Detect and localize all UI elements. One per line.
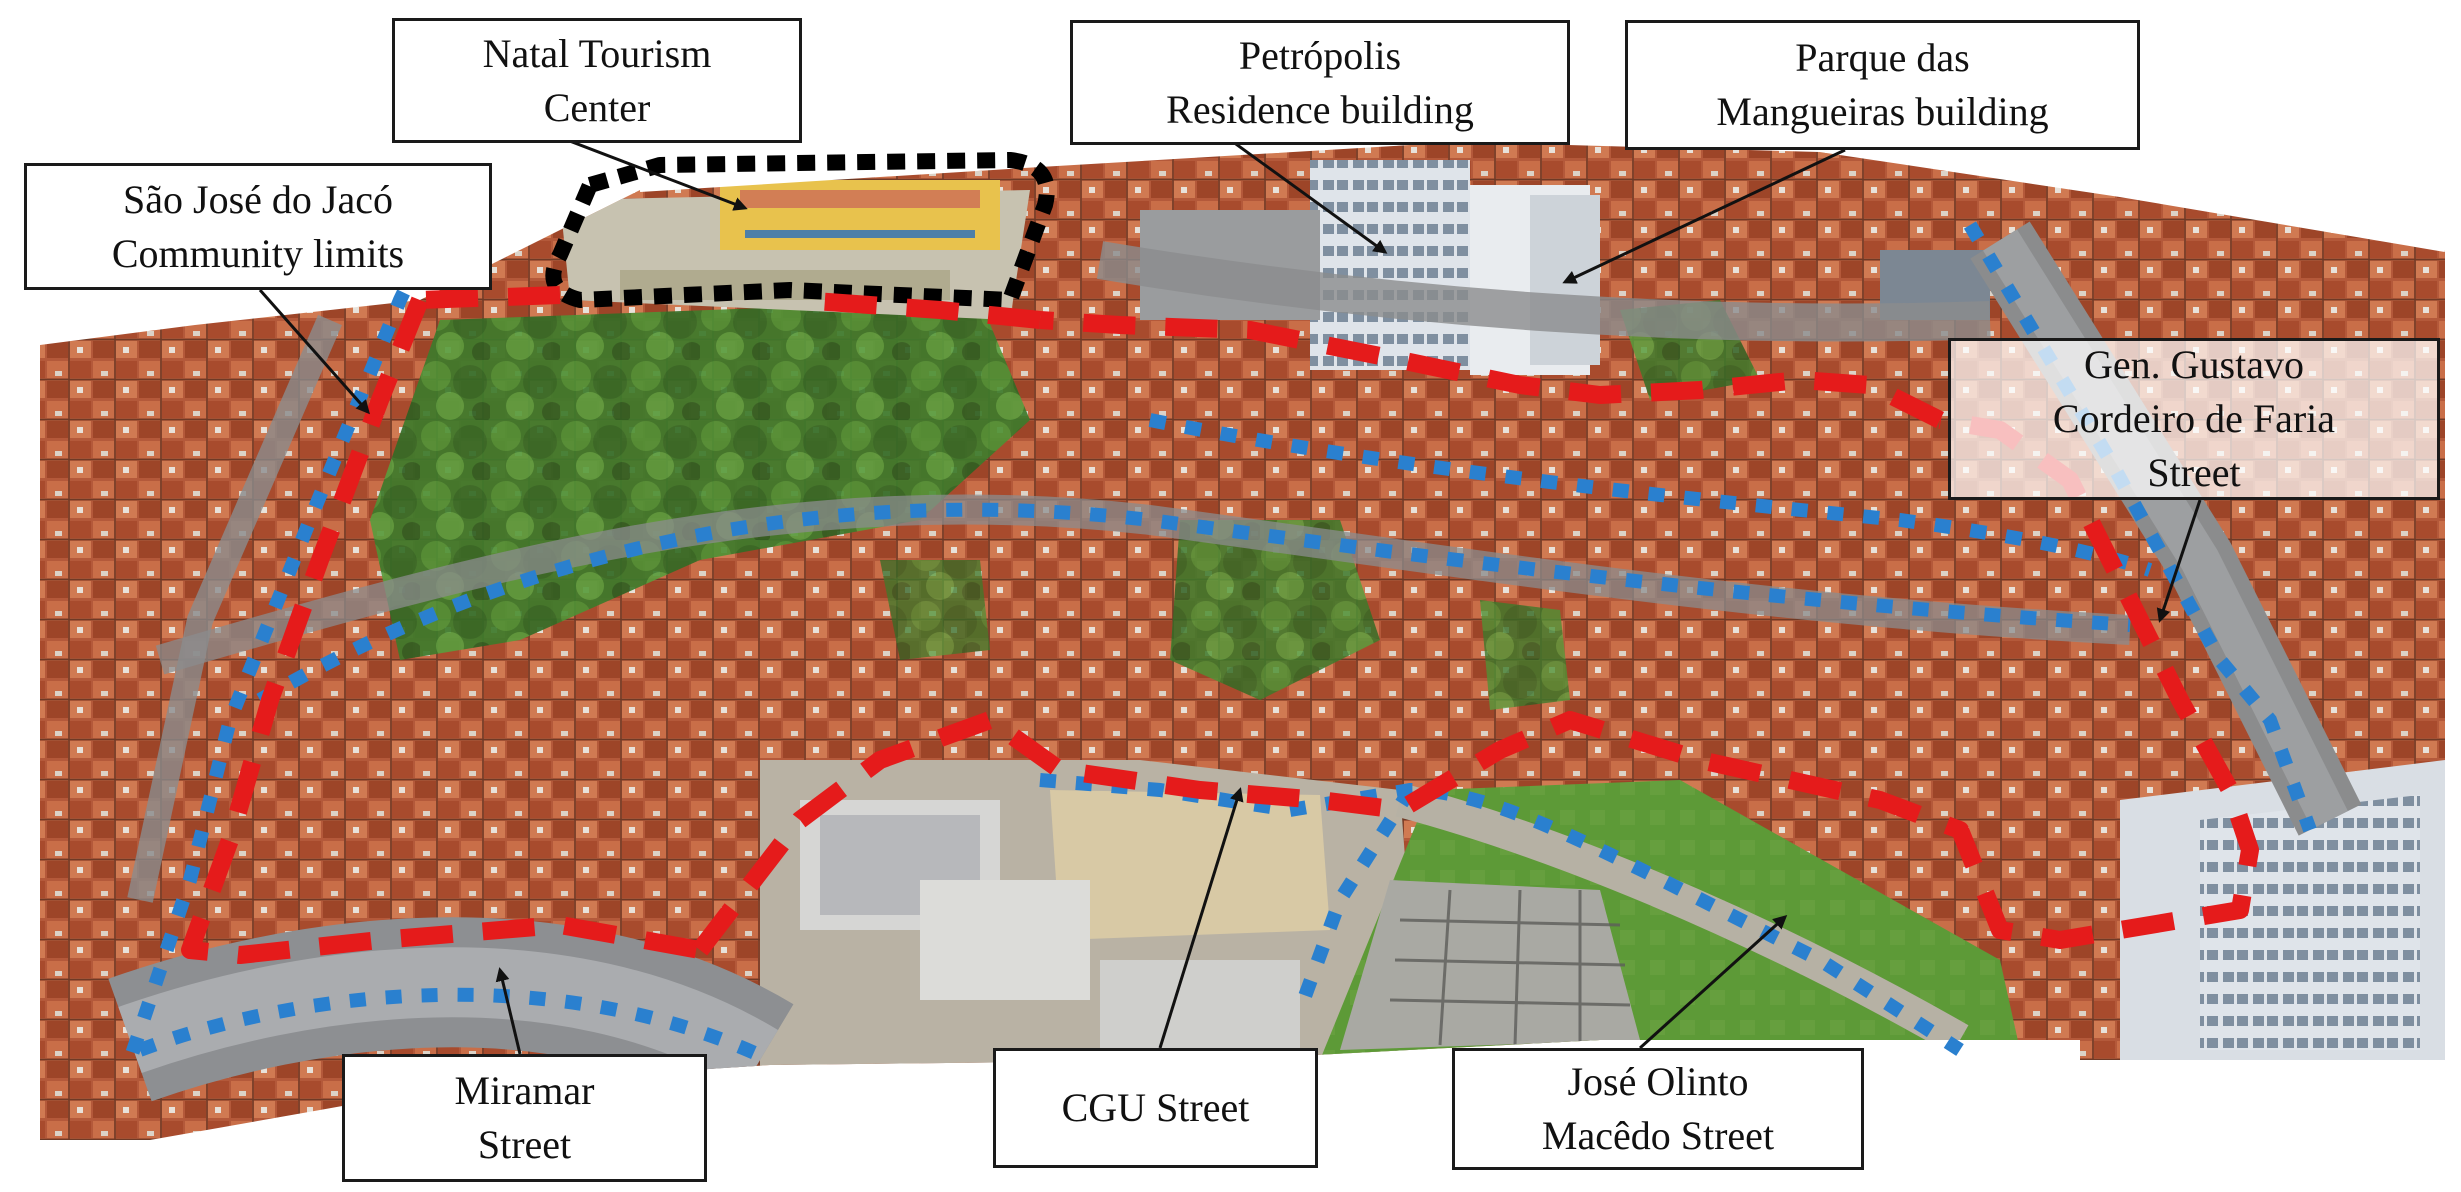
callout-arrow bbox=[1638, 914, 1788, 1050]
label-sao-jose-do-jaco-community-limits: São José do Jacó Community limits bbox=[24, 163, 492, 290]
callout-arrow bbox=[1562, 148, 1846, 284]
label-petropolis-residence-building: Petrópolis Residence building bbox=[1070, 20, 1570, 145]
label-line: Gen. Gustavo bbox=[2084, 342, 2304, 387]
label-miramar-street: Miramar Street bbox=[342, 1054, 707, 1182]
callout-arrow bbox=[495, 967, 522, 1055]
label-line: Petrópolis bbox=[1238, 32, 1402, 78]
label-natal-tourism-center: Natal Tourism Center bbox=[392, 18, 802, 143]
label-line: José Olinto bbox=[1567, 1059, 1749, 1104]
label-line: Street bbox=[477, 1122, 572, 1167]
label-line: São José do Jacó bbox=[123, 176, 393, 222]
label-line: Residence building bbox=[1166, 86, 1474, 132]
label-parque-das-mangueiras-building: Parque das Mangueiras building bbox=[1625, 20, 2140, 150]
label-line: Center bbox=[543, 84, 651, 130]
callout-arrow bbox=[1158, 787, 1244, 1049]
label-line: Miramar bbox=[454, 1068, 595, 1113]
callout-arrow bbox=[258, 289, 370, 415]
label-gen-gustavo-cordeiro-de-faria-street: Gen. Gustavo Cordeiro de Faria Street bbox=[1948, 338, 2440, 500]
label-line: Street bbox=[2147, 450, 2241, 495]
label-line: Community limits bbox=[111, 230, 405, 276]
label-jose-olinto-macedo-street: José Olinto Macêdo Street bbox=[1452, 1048, 1864, 1170]
label-line: Natal Tourism bbox=[482, 30, 712, 76]
label-line: Macêdo Street bbox=[1541, 1113, 1775, 1158]
label-line: Mangueiras building bbox=[1716, 89, 2049, 134]
label-line: Cordeiro de Faria bbox=[2052, 396, 2336, 441]
label-line: CGU Street bbox=[1061, 1085, 1250, 1130]
label-line: Parque das bbox=[1795, 35, 1970, 80]
label-cgu-street: CGU Street bbox=[993, 1048, 1318, 1168]
callout-arrow bbox=[2156, 499, 2202, 623]
